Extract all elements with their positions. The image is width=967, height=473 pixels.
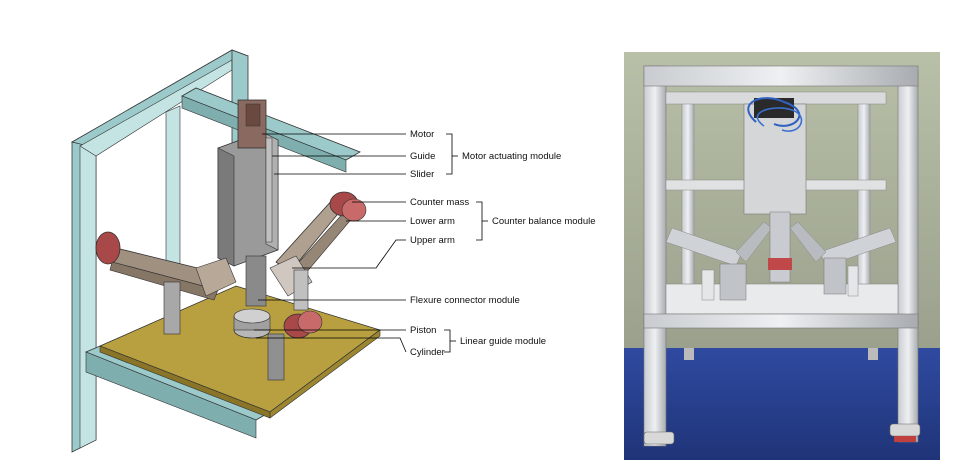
group-label-linear-guide: Linear guide module bbox=[460, 336, 547, 347]
part-label-cylinder: Cylinder bbox=[410, 347, 445, 358]
guide-rail bbox=[265, 137, 273, 243]
part-label-lower-arm: Lower arm bbox=[410, 216, 455, 227]
counter-mass-left bbox=[95, 231, 121, 265]
part-label-piston: Piston bbox=[410, 325, 437, 336]
prototype-photo-illustration bbox=[624, 52, 940, 460]
counter-balance-module bbox=[95, 191, 367, 335]
part-label-slider: Slider bbox=[410, 169, 435, 180]
callout-lines bbox=[254, 133, 488, 353]
frame bbox=[70, 49, 361, 453]
part-label-flexure: Flexure connector module bbox=[410, 295, 520, 306]
linear-guide-module bbox=[233, 255, 323, 381]
group-label-counter-balance: Counter balance module bbox=[492, 216, 596, 227]
motor-actuating-module bbox=[217, 99, 279, 267]
part-label-upper-arm: Upper arm bbox=[410, 235, 455, 246]
part-label-counter-mass: Counter mass bbox=[410, 197, 470, 208]
cad-model-drawing bbox=[70, 49, 488, 453]
base-plate bbox=[98, 285, 381, 419]
cad-rendering: Motor Guide Slider Counter mass Lower ar… bbox=[70, 49, 596, 453]
prototype-photo bbox=[624, 52, 940, 460]
part-label-motor: Motor bbox=[410, 129, 435, 140]
group-label-motor-actuating: Motor actuating module bbox=[462, 151, 562, 162]
part-label-guide: Guide bbox=[410, 151, 436, 162]
